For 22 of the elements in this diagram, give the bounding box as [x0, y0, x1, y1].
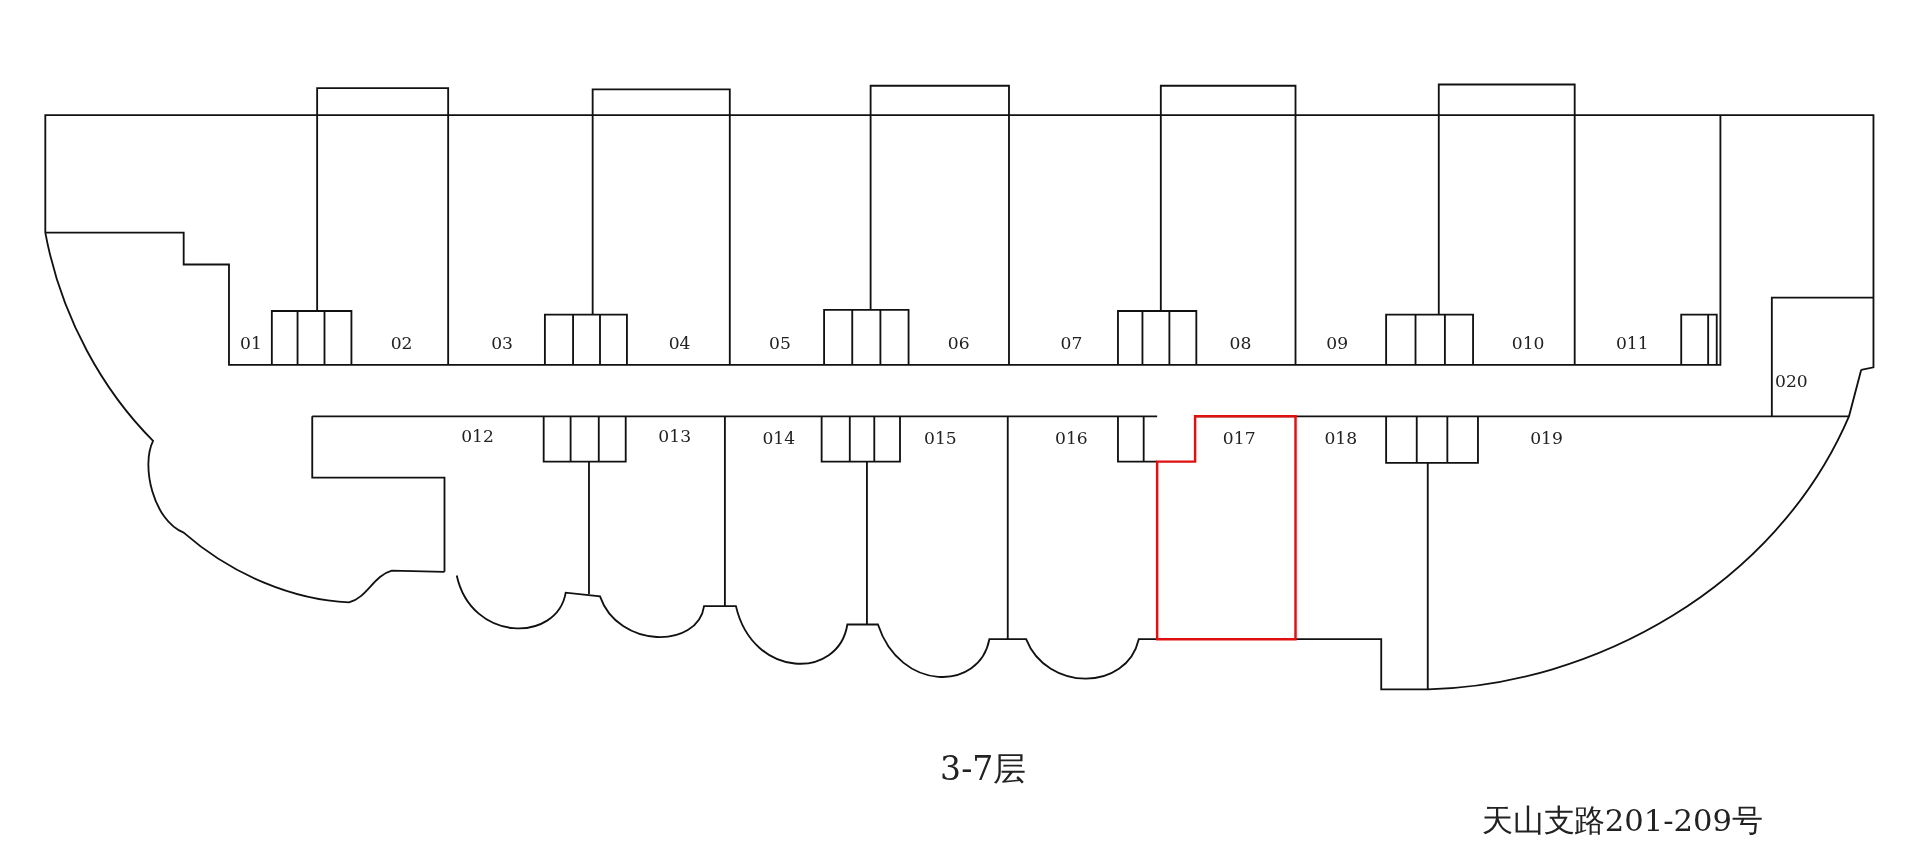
unit-number: 020 — [1775, 371, 1808, 391]
unit-number: 07 — [1060, 333, 1083, 353]
unit-number: 02 — [390, 333, 413, 353]
unit-number: 04 — [668, 333, 691, 353]
floor-caption: 3-7层 — [940, 748, 1027, 790]
unit-number: 03 — [491, 333, 513, 353]
unit-number: 018 — [1324, 428, 1358, 449]
unit-number: 05 — [769, 333, 791, 353]
unit-number: 010 — [1511, 333, 1545, 353]
unit-number: 015 — [924, 428, 957, 449]
unit-number: 011 — [1615, 333, 1649, 353]
unit-number: 016 — [1055, 428, 1088, 449]
unit-number: 013 — [658, 426, 692, 446]
unit-number: 08 — [1229, 333, 1252, 353]
unit-number: 09 — [1326, 333, 1349, 353]
unit-number: 012 — [461, 426, 494, 446]
unit-number: 017 — [1222, 428, 1256, 449]
unit-number: 019 — [1530, 428, 1563, 449]
unit-number: 014 — [762, 428, 796, 449]
unit-number: 01 — [240, 333, 262, 353]
address-text: 天山支路201-209号 — [1482, 801, 1763, 841]
unit-number: 06 — [947, 333, 970, 353]
